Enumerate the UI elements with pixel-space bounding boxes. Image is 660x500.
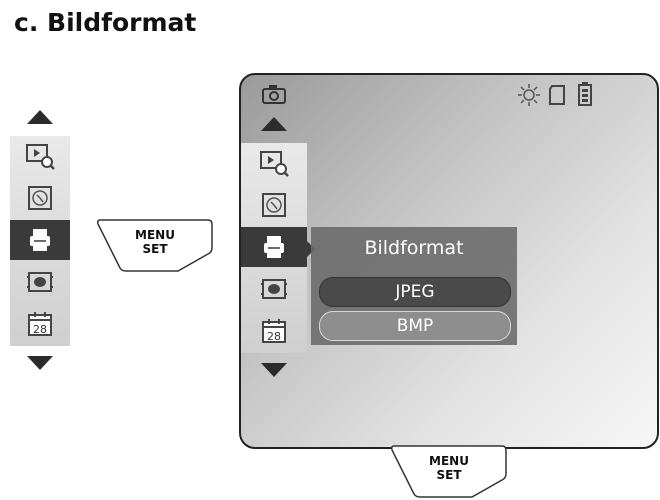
calendar-icon[interactable]: 28 [241, 311, 307, 351]
camera-frame-icon[interactable] [10, 262, 70, 302]
camera-frame-icon[interactable] [241, 269, 307, 309]
menu-label-line2: SET [436, 468, 462, 482]
camera-screen: 28 Bildformat JPEG BMP [239, 73, 659, 449]
calendar-day: 28 [33, 323, 47, 336]
menu-label-line1: MENU [135, 228, 175, 242]
clock-icon[interactable] [241, 185, 307, 225]
section-heading: c. Bildformat [14, 8, 197, 37]
playback-zoom-icon[interactable] [241, 143, 307, 183]
menu-icon-strip-screen: 28 [241, 117, 307, 377]
menu-set-key-1[interactable]: MENU SET [96, 218, 214, 274]
menu-label-line2: SET [142, 242, 168, 256]
menu-set-key-2[interactable]: MENU SET [390, 444, 508, 500]
popup-title: Bildformat [364, 237, 464, 259]
arrow-up-icon[interactable] [27, 110, 53, 124]
clock-icon[interactable] [10, 178, 70, 218]
menu-set-label: MENU SET [96, 228, 214, 256]
arrow-up-icon[interactable] [261, 117, 287, 131]
playback-zoom-icon[interactable] [10, 136, 70, 176]
calendar-icon[interactable]: 28 [10, 304, 70, 344]
arrow-down-icon[interactable] [261, 363, 287, 377]
option-bmp[interactable]: BMP [319, 311, 511, 341]
battery-icon [578, 82, 592, 106]
brightness-icon [518, 84, 540, 106]
arrow-down-icon[interactable] [27, 356, 53, 370]
camera-icon [262, 85, 286, 104]
option-jpeg[interactable]: JPEG [319, 277, 511, 307]
image-format-icon[interactable] [241, 227, 307, 267]
memory-card-icon [549, 85, 565, 105]
menu-icon-strip-before: 28 [10, 110, 70, 370]
image-format-icon[interactable] [10, 220, 70, 260]
format-menu-popup: Bildformat JPEG BMP [311, 227, 517, 345]
menu-label-line1: MENU [429, 454, 469, 468]
calendar-day: 28 [267, 330, 281, 343]
menu-set-label: MENU SET [390, 454, 508, 482]
